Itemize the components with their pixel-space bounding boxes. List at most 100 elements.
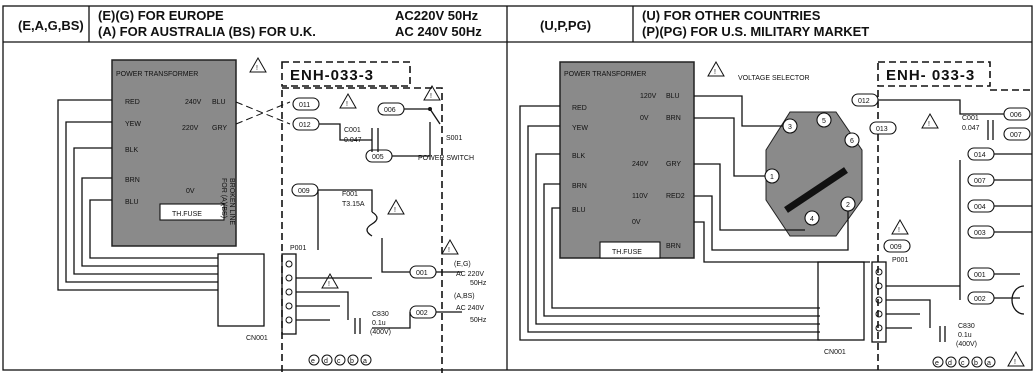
right-capacitor-c830: C830 0.1u (400V) [939,323,977,348]
left-connector-011: 011 [292,97,320,111]
svg-text:0.1u: 0.1u [372,320,386,327]
right-connector-007b: 007 [967,173,995,187]
svg-text:5: 5 [822,118,826,125]
svg-text:007: 007 [1010,132,1022,139]
svg-text:(E,G): (E,G) [454,261,471,268]
svg-text:2: 2 [846,202,850,209]
svg-text:006: 006 [384,107,396,114]
svg-text:0.047: 0.047 [962,125,980,132]
right-voltage-selector-label: VOLTAGE SELECTOR [738,75,810,82]
right-connector-007a: 007 [1003,127,1031,141]
svg-text:!: ! [714,69,716,76]
right-p001-label: P001 [892,257,908,264]
svg-text:F001: F001 [342,191,358,198]
left-wire-3: BLK [125,147,139,154]
left-ac-a-label: (A,BS) AC 240V 50Hz [454,293,487,324]
left-tap-240: 240V [185,99,202,106]
svg-text:RED: RED [572,105,587,112]
svg-text:(A,BS): (A,BS) [454,293,475,300]
left-p001-wires [296,277,372,321]
svg-text:AC 220V: AC 220V [456,271,484,278]
left-connector-006: 006 [377,102,405,116]
right-transformer-label: POWER TRANSFORMER [564,71,646,78]
left-thfuse [159,203,225,221]
right-connector-013: 013 [869,121,897,135]
left-broken-line-cross [235,101,291,125]
svg-text:BRN: BRN [666,243,681,250]
right-thfuse-label: TH.FUSE [612,249,642,256]
right-cn001 [817,261,865,341]
svg-text:002: 002 [416,310,428,317]
svg-text:!: ! [256,65,258,72]
svg-text:S001: S001 [446,135,462,142]
svg-text:0.1u: 0.1u [958,332,972,339]
svg-text:120V: 120V [640,93,657,100]
left-board-wires [317,108,462,329]
svg-text:240V: 240V [632,161,649,168]
left-transformer-label: POWER TRANSFORMER [116,71,198,78]
left-fuse-f001: F001 T3.15A [342,191,378,237]
right-p001-pins [875,268,883,332]
svg-text:007: 007 [974,178,986,185]
svg-text:b: b [974,360,978,367]
svg-text:0.047: 0.047 [344,137,362,144]
left-board-outline [281,87,443,373]
left-board-title: ENH-033-3 [290,67,374,84]
right-connector-002: 002 [967,291,995,305]
left-warning-icon-tx: ! [249,56,267,73]
right-models: (U,P,PG) [540,18,591,33]
svg-text:a: a [987,360,991,367]
svg-text:002: 002 [974,296,986,303]
svg-text:GRY: GRY [666,161,681,168]
svg-text:C001: C001 [962,115,979,122]
svg-text:e: e [311,358,315,365]
left-p001-pins [285,260,293,324]
left-tap-0v: 0V [186,188,195,195]
svg-text:BLK: BLK [572,153,586,160]
svg-text:!: ! [394,207,396,214]
svg-text:006: 006 [1010,112,1022,119]
left-wire-5: BLU [125,199,139,206]
svg-text:!: ! [430,93,432,100]
svg-text:BLU: BLU [666,93,680,100]
left-capacitor-c830: C830 0.1u (400V) [354,311,391,336]
svg-text:50Hz: 50Hz [470,280,487,287]
svg-text:b: b [350,358,354,365]
right-warning-icon-tx: ! [707,60,725,77]
svg-text:(400V): (400V) [370,329,391,336]
svg-text:YEW: YEW [572,125,588,132]
left-primary-wires [57,99,218,291]
right-selector-bar [784,167,848,213]
svg-text:C830: C830 [372,311,389,318]
right-wire-labels: RED YEW BLK BRN BLU [572,105,588,214]
left-volt1: AC220V 50Hz [395,8,479,23]
right-connector-003: 003 [967,225,995,239]
left-warning-icon-ac: ! [441,238,459,255]
left-capacitor-c001: C001 0.047 [344,127,379,152]
left-p001 [281,253,297,335]
right-board-title: ENH- 033-3 [886,67,975,84]
right-connector-012: 012 [851,93,879,107]
right-region1: (U) FOR OTHER COUNTRIES [642,8,821,23]
left-warning-icon-mid: ! [387,198,405,215]
left-connector-005: 005 [365,149,393,163]
right-p001 [871,261,887,343]
right-connector-001: 001 [967,267,995,281]
right-connector-004: 004 [967,199,995,213]
left-warning-icon-switch: ! [423,84,441,101]
left-wire-labels: RED YEW BLK BRN BLU [125,99,141,206]
svg-text:AC 240V: AC 240V [456,305,484,312]
left-warning-icon-board: ! [339,92,357,109]
svg-text:(400V): (400V) [956,341,977,348]
right-board-title-box [877,61,991,87]
left-connector-012: 012 [292,117,320,131]
svg-text:C001: C001 [344,127,361,134]
svg-text:!: ! [1014,359,1016,366]
svg-text:d: d [324,358,328,365]
right-connector-006: 006 [1003,107,1031,121]
svg-text:001: 001 [974,272,986,279]
left-cn001 [217,253,265,327]
svg-text:C830: C830 [958,323,975,330]
